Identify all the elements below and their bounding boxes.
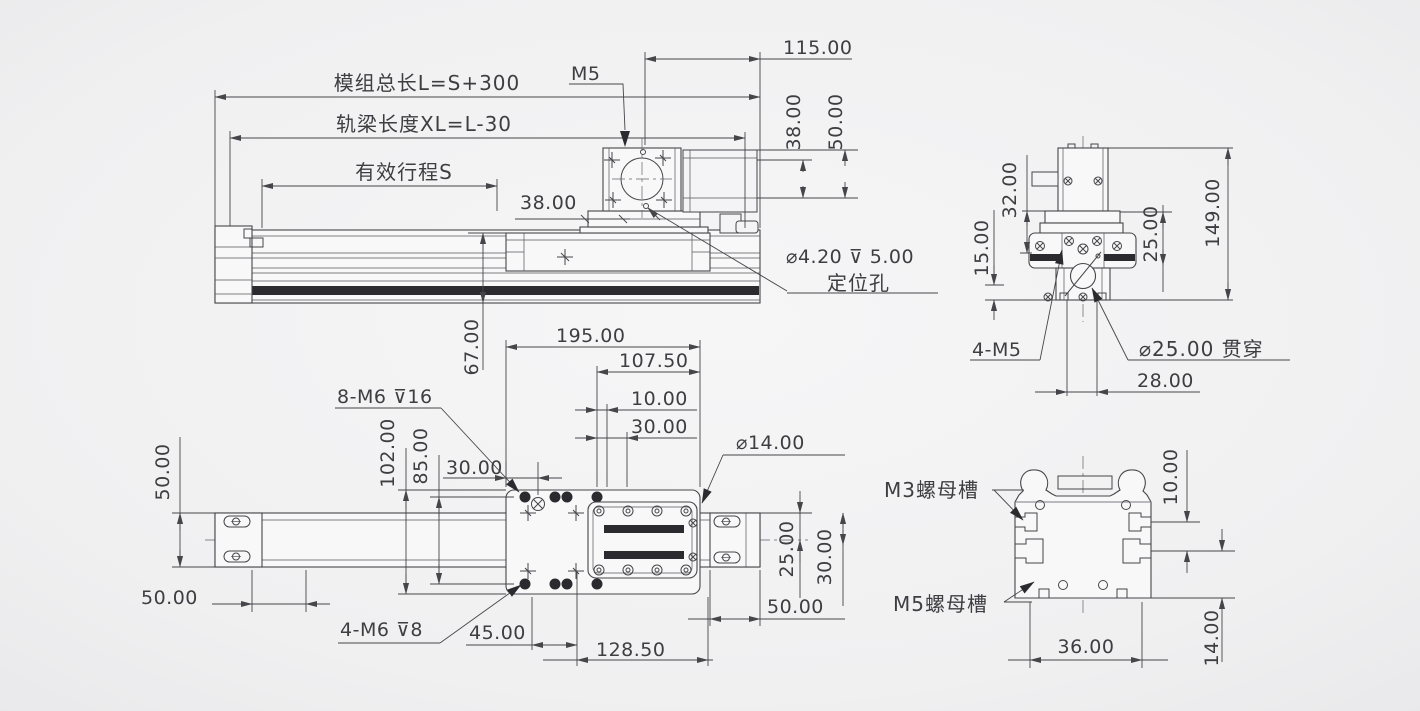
label-8-m6: 8-M6 ⊽16 [337,386,433,408]
dim-30-left: 30.00 [446,457,503,479]
m5-nut-slot-right [1122,538,1151,564]
label-locating-hole-name: 定位孔 [827,271,890,295]
m5-hole-mark [604,152,620,168]
m3-nut-slot-right [1128,512,1151,532]
dim-115: 115.00 [783,37,852,59]
dim-15: 15.00 [971,220,993,277]
dim-102: 102.00 [377,418,399,487]
dim-14-section: 14.00 [1201,610,1223,667]
side-dimensions [214,52,938,370]
dim-38-plate: 38.00 [520,192,577,214]
dim-50-right: 50.00 [767,596,824,618]
label-4-m6: 4-M6 ⊽8 [340,619,423,641]
dim-28: 28.00 [1137,370,1194,392]
motor-end [1031,143,1124,234]
section-dimensions [992,450,1235,668]
carriage-end [1028,232,1137,269]
label-25-through: ⌀25.00 贯穿 [1139,337,1264,361]
locating-hole-bottom [643,203,649,209]
dim-107-5: 107.50 [619,350,688,372]
label-locating-hole-spec: ⌀4.20 ⊽ 5.00 [786,246,914,268]
dim-32: 32.00 [999,162,1021,219]
dim-85: 85.00 [410,428,432,485]
dim-50-vertical: 50.00 [825,94,847,151]
right-end-block [709,512,761,568]
dim-50-left: 50.00 [141,587,198,609]
left-end-block [214,512,263,568]
rail-end-section [1043,251,1111,302]
position-mark [568,563,584,579]
dim-10: 10.00 [631,388,688,410]
label-m3-nut-slot: M3螺母槽 [884,478,979,502]
dim-effective-stroke: 有效行程S [355,160,453,184]
view-rail-section: M3螺母槽 M5螺母槽 10.00 14.00 36.00 [884,449,1235,668]
view-side-elevation: 模组总长L=S+300 轨梁长度XL=L-30 有效行程S M5 115.00 … [214,37,938,376]
dim-30-right: 30.00 [814,529,836,586]
dim-36-section: 36.00 [1058,636,1115,658]
dim-50-rail-width: 50.00 [152,444,174,501]
m5-hole-mark [656,192,672,208]
position-mark [520,505,536,521]
locating-hole-top [640,149,646,155]
dim-14-hole: ⌀14.00 [736,432,805,454]
grease-port [531,497,545,511]
view-plan: 50.00 50.00 8-M6 ⊽16 102.00 85.00 30.00 … [141,325,847,666]
dim-128-5: 128.50 [596,639,665,661]
rail-dark-band [216,286,759,295]
dim-25-right: 25.00 [776,521,798,578]
plan-dimensions [172,340,847,666]
m5-nut-slot-left [1015,538,1044,564]
dim-45: 45.00 [469,622,526,644]
top-cover-slot [1057,475,1113,490]
carriage-side [505,210,711,272]
dim-rail-length: 轨梁长度XL=L-30 [336,112,512,136]
dim-195: 195.00 [556,325,625,347]
carriage-plan [505,489,701,595]
label-4-m5: 4-M5 [972,339,1021,361]
dim-10-section: 10.00 [1160,449,1182,506]
connector-tab [1031,171,1059,187]
m5-hole-mark [655,150,671,166]
dim-total-length: 模组总长L=S+300 [334,71,521,95]
left-end-cap [214,225,264,304]
label-m5-nut-slot: M5螺母槽 [893,592,988,616]
belt-clamp-block [587,501,698,579]
position-mark [568,505,584,521]
end-dimensions [970,147,1290,396]
dim-25: 25.00 [1140,206,1162,263]
dim-149: 149.00 [1202,178,1224,247]
m5-hole-mark [605,192,621,208]
dim-30-mid: 30.00 [631,416,688,438]
label-m5-thread: M5 [571,63,600,85]
m3-nut-slot-left [1015,512,1038,532]
position-mark [520,563,536,579]
dim-38-vertical: 38.00 [783,94,805,151]
view-end: 32.00 15.00 25.00 149.00 4-M5 ⌀25.00 贯穿 … [970,136,1290,396]
dim-67-height: 67.00 [461,319,483,376]
